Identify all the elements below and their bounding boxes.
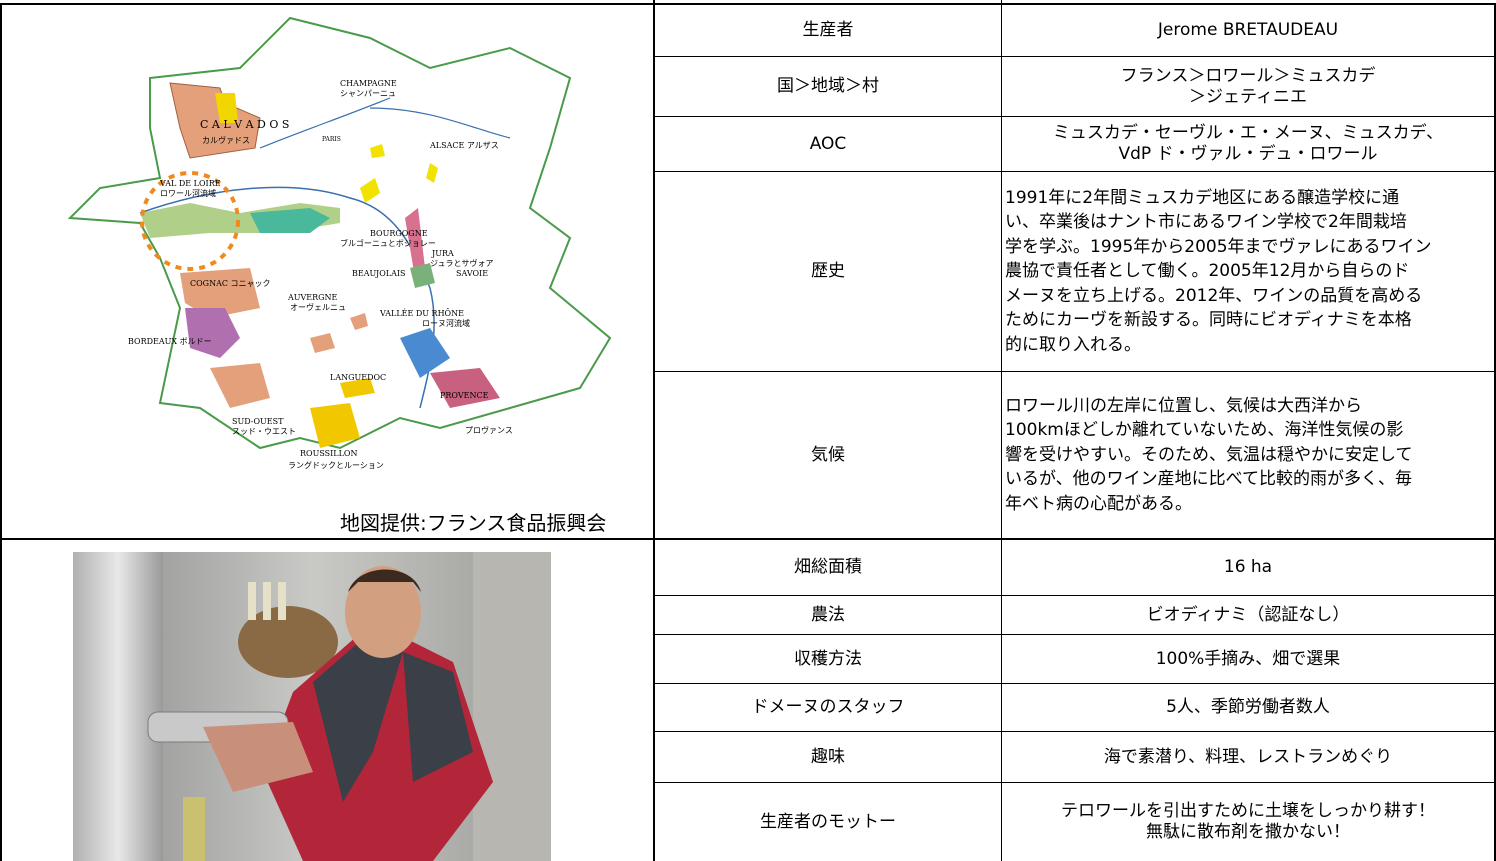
- row-value-region: フランス＞ロワール＞ミュスカデ ＞ジェティニエ: [1120, 65, 1376, 107]
- row-divider: [654, 56, 1496, 57]
- table-border-right: [1494, 3, 1496, 861]
- map-label-loire-jp: ロワール河流域: [160, 188, 216, 198]
- row-label-aoc: AOC: [809, 133, 847, 154]
- row-value-hobby: 海で素潜り、料理、レストランめぐり: [1103, 746, 1393, 767]
- france-wine-map: CHAMPAGNE シャンパーニュ C A L V A D O S カルヴァドス…: [67, 16, 612, 470]
- map-label-paris: PARIS: [322, 136, 341, 143]
- row-label-vineyard-area: 畑総面積: [794, 557, 862, 577]
- column-divider: [1001, 0, 1002, 861]
- map-label-beaujolais: BEAUJOLAIS: [352, 269, 406, 278]
- map-label-provence: PROVENCE: [440, 391, 489, 400]
- row-label-producer: 生産者: [802, 20, 854, 40]
- row-value-aoc: ミュスカデ・セーヴル・エ・メーヌ、ミュスカデ、 VdP ド・ヴァル・デュ・ロワー…: [1052, 123, 1444, 164]
- row-value-motto: テロワールを引出すために土壌をしっかり耕す！ 無駄に散布剤を撒かない！: [1061, 801, 1435, 842]
- map-label-jura-jp: ジュラとサヴォア: [430, 258, 493, 268]
- row-divider: [0, 538, 1496, 540]
- row-label-harvest: 収穫方法: [794, 648, 862, 669]
- table-border-left: [0, 3, 2, 861]
- row-divider: [654, 683, 1496, 684]
- column-divider: [653, 0, 655, 861]
- map-label-savoie: SAVOIE: [456, 269, 488, 278]
- map-label-champagne-jp: シャンパーニュ: [340, 89, 396, 98]
- row-divider: [654, 595, 1496, 596]
- row-label-climate: 気候: [811, 444, 845, 465]
- map-label-calvados-jp: カルヴァドス: [202, 135, 250, 145]
- row-label-region: 国＞地域＞村: [777, 76, 879, 96]
- row-value-staff: 5人、季節労働者数人: [1166, 697, 1330, 717]
- row-value-harvest: 100%手摘み、畑で選果: [1155, 648, 1341, 669]
- map-caption: 地図提供:フランス食品振興会: [340, 511, 607, 535]
- row-divider: [654, 371, 1496, 372]
- map-label-jura: JURA: [431, 249, 454, 258]
- map-label-rhone: VALLÉE DU RHÔNE: [379, 309, 464, 318]
- row-value-producer: Jerome BRETAUDEAU: [1157, 20, 1339, 40]
- map-label-auvergne: AUVERGNE: [287, 293, 338, 302]
- row-divider: [654, 634, 1496, 635]
- row-divider: [654, 731, 1496, 732]
- map-label-loire: VAL DE LOIRE: [159, 179, 221, 188]
- map-label-bordeaux: BORDEAUX ボルドー: [128, 337, 212, 346]
- row-divider: [654, 116, 1496, 117]
- map-label-languedoc: LANGUEDOC: [330, 373, 386, 382]
- row-value-farming: ビオディナミ（認証なし）: [1146, 604, 1350, 625]
- row-label-history: 歴史: [811, 261, 845, 281]
- row-divider: [654, 171, 1496, 172]
- map-label-calvados: C A L V A D O S: [200, 118, 289, 131]
- row-label-staff: ドメーヌのスタッフ: [751, 697, 905, 717]
- table-border-top: [0, 3, 1496, 5]
- map-label-sud-ouest-jp: スッド・ウエスト: [232, 427, 296, 436]
- row-value-vineyard-area: 16 ha: [1223, 557, 1273, 577]
- map-label-cognac: COGNAC コニャック: [190, 279, 271, 288]
- row-value-history: 1991年に2年間ミュスカデ地区にある醸造学校に通 い、卒業後はナント市にあるワ…: [1005, 187, 1432, 355]
- row-label-farming: 農法: [811, 604, 845, 625]
- map-label-sud-ouest: SUD-OUEST: [232, 417, 284, 426]
- map-label-alsace: ALSACE アルザス: [429, 141, 499, 150]
- row-divider: [654, 782, 1496, 783]
- map-label-rhone-jp: ローヌ河流域: [422, 318, 470, 328]
- row-value-climate: ロワール川の左岸に位置し、気候は大西洋から 100kmほどしか離れていないため、…: [1005, 395, 1413, 514]
- row-label-hobby: 趣味: [811, 746, 845, 767]
- map-label-auvergne-jp: オーヴェルニュ: [290, 302, 346, 312]
- map-label-roussillon: ROUSSILLON: [300, 449, 358, 458]
- producer-photo: [73, 552, 551, 861]
- map-label-champagne: CHAMPAGNE: [340, 79, 397, 88]
- map-label-provence-jp: プロヴァンス: [465, 425, 513, 435]
- row-label-motto: 生産者のモットー: [760, 811, 896, 832]
- map-label-languedoc-jp: ラングドックとルーション: [288, 460, 384, 470]
- map-label-bourgogne: BOURGOGNE: [370, 229, 428, 238]
- map-label-bourgogne-jp: ブルゴーニュとボジョレー: [340, 238, 436, 248]
